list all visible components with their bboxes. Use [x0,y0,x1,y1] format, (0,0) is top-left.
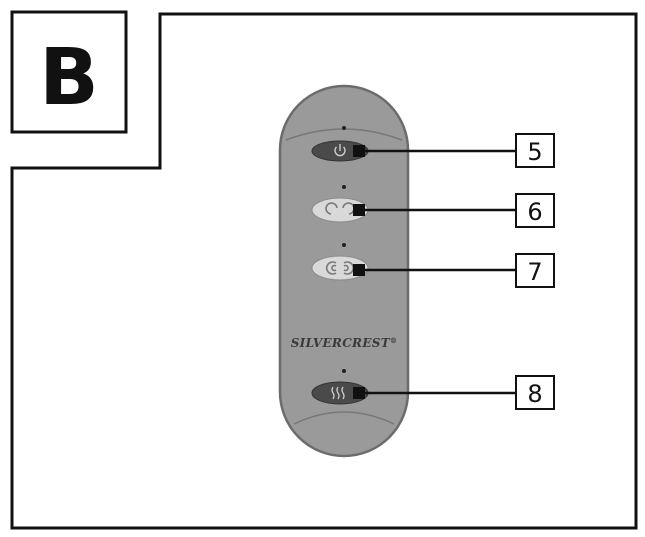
mode-2-indicator-dot [342,243,346,247]
callout-8: 8 [353,375,555,410]
callout-6: 6 [353,193,555,228]
callout-5-box [515,133,555,168]
remote-bottom-seam [293,411,395,425]
brand-logo: SILVERCREST® [291,336,398,350]
callout-5: 5 [353,133,555,168]
power-icon [334,144,346,157]
figure-frame [10,12,638,530]
heat-indicator-dot [342,369,346,373]
swirl-pair-icon [325,202,355,215]
callout-8-label: 8 [527,380,542,408]
callout-7-label: 7 [527,258,542,286]
callout-6-label: 6 [527,198,542,226]
callout-6-box [515,193,555,228]
callout-7-box [515,253,555,288]
heat-waves-icon [331,386,345,400]
power-indicator-dot [342,126,346,130]
callout-8-box [515,375,555,410]
callout-5-label: 5 [527,138,542,166]
callout-7: 7 [353,253,555,288]
panel-letter: B [39,33,98,123]
panel-letter-box [10,10,128,134]
mode-1-indicator-dot [342,185,346,189]
